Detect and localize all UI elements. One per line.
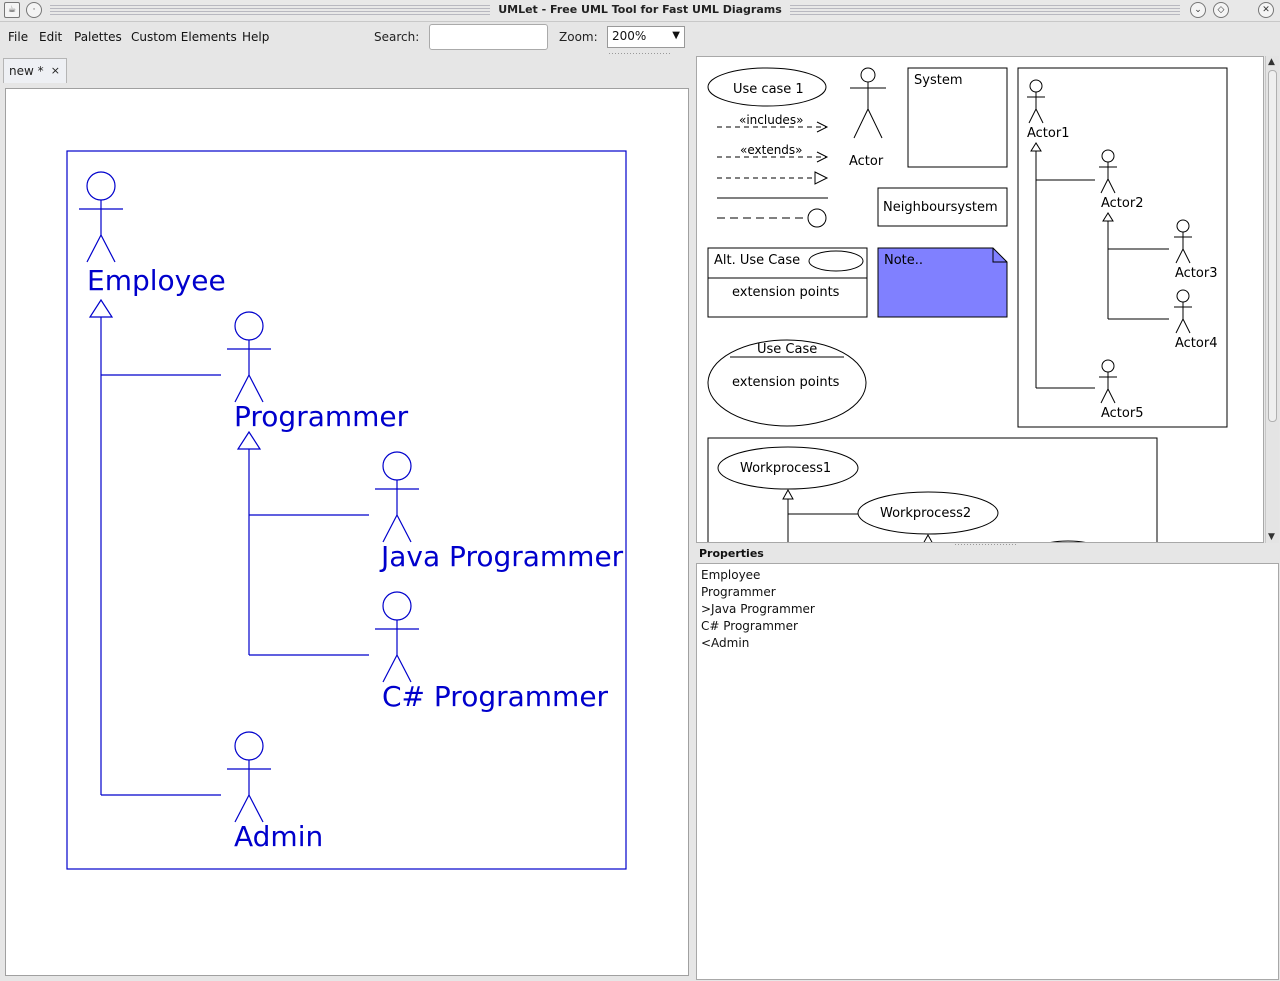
- actor-admin-figure[interactable]: [227, 731, 271, 823]
- scroll-up-icon[interactable]: ▲: [1268, 57, 1275, 67]
- palette-workprocess-box[interactable]: [707, 437, 1158, 542]
- palette-interface-line[interactable]: [717, 208, 827, 228]
- menu-edit[interactable]: Edit: [39, 30, 63, 44]
- toolbar-grip: [609, 53, 671, 54]
- palette-usecase-extension-label: extension points: [732, 375, 840, 390]
- app-icon[interactable]: ☕: [4, 2, 20, 18]
- tab-close-icon[interactable]: ×: [50, 64, 60, 77]
- palette-usecase1[interactable]: [707, 67, 827, 107]
- properties-line: C# Programmer: [701, 619, 798, 633]
- actor-label: Programmer: [234, 400, 409, 433]
- palette-workprocess1-label: Workprocess1: [740, 461, 831, 476]
- generalization-employee[interactable]: [88, 298, 221, 796]
- palette-neighboursystem-label: Neighboursystem: [883, 200, 998, 215]
- zoom-select[interactable]: 200% ▼: [607, 26, 685, 48]
- title-bar: ☕ · UMLet - Free UML Tool for Fast UML D…: [0, 0, 1280, 22]
- actor-label: Admin: [234, 820, 323, 853]
- palette-system[interactable]: [907, 67, 1008, 168]
- palette-actor2-figure[interactable]: [1099, 149, 1117, 194]
- menu-help[interactable]: Help: [242, 30, 270, 44]
- properties-label: Properties: [699, 547, 764, 560]
- search-input[interactable]: [429, 24, 548, 50]
- palette-extension-points-label: extension points: [732, 285, 840, 300]
- palette-actor5-figure[interactable]: [1099, 359, 1117, 404]
- menu-custom-elements[interactable]: Custom Elements: [131, 30, 237, 44]
- palette-actor5-label: Actor5: [1101, 406, 1143, 421]
- actor-programmer-figure[interactable]: [227, 311, 271, 403]
- tab-new[interactable]: new * ×: [3, 58, 67, 83]
- actor-csharp-programmer-figure[interactable]: [375, 591, 419, 683]
- palette-generalization-arrow[interactable]: [717, 171, 829, 185]
- window-title: UMLet - Free UML Tool for Fast UML Diagr…: [490, 3, 790, 16]
- actor-java-programmer-figure[interactable]: [375, 451, 419, 543]
- zoom-value: 200%: [612, 29, 647, 43]
- menu-palettes[interactable]: Palettes: [74, 30, 122, 44]
- properties-line: >Java Programmer: [701, 602, 815, 616]
- diagram-svg: Employee Programmer Java Programmer C# P…: [66, 150, 627, 870]
- palette-usecase1-label: Use case 1: [733, 82, 804, 97]
- palette-panel[interactable]: Use case 1 «includes» «extends» Actor Sy…: [696, 56, 1264, 543]
- actor-label: Java Programmer: [379, 540, 624, 573]
- window-menu-icon[interactable]: ·: [26, 2, 42, 18]
- palette-note[interactable]: [877, 247, 1008, 318]
- palette-scrollbar[interactable]: ▲ ▼: [1265, 56, 1279, 543]
- palette-system-label: System: [914, 73, 962, 88]
- maximize-icon[interactable]: ◇: [1213, 2, 1229, 18]
- menu-file[interactable]: File: [8, 30, 29, 44]
- palette-actor1-figure[interactable]: [1027, 79, 1045, 124]
- diagram-canvas[interactable]: Employee Programmer Java Programmer C# P…: [5, 88, 689, 976]
- palette-actor1-label: Actor1: [1027, 126, 1069, 141]
- palette-actor3-figure[interactable]: [1174, 219, 1192, 264]
- generalization-programmer[interactable]: [236, 430, 369, 656]
- chevron-down-icon: ▼: [672, 30, 680, 41]
- palette-neighboursystem[interactable]: [877, 187, 1008, 227]
- palette-actor4-figure[interactable]: [1174, 289, 1192, 334]
- palette-note-label: Note..: [884, 253, 923, 268]
- system-boundary[interactable]: [66, 150, 627, 870]
- actor-employee-figure[interactable]: [79, 171, 123, 263]
- properties-line: <Admin: [701, 636, 750, 650]
- palette-actor3-label: Actor3: [1175, 266, 1217, 281]
- palette-actor2-label: Actor2: [1101, 196, 1143, 211]
- zoom-label: Zoom:: [559, 30, 598, 44]
- menu-bar: File Edit Palettes Custom Elements Help …: [0, 22, 1280, 54]
- actor-label: Employee: [87, 264, 226, 297]
- palette-extends-arrow[interactable]: [717, 151, 829, 163]
- search-label: Search:: [374, 30, 420, 44]
- tab-label: new *: [9, 64, 44, 78]
- scroll-down-icon[interactable]: ▼: [1268, 532, 1275, 542]
- palette-svg: Use case 1 «includes» «extends» Actor Sy…: [707, 67, 1228, 542]
- palette-usecase-ellipse[interactable]: [707, 339, 867, 427]
- palette-workprocess2-label: Workprocess2: [880, 506, 971, 521]
- palette-alt-usecase[interactable]: [707, 247, 868, 318]
- scroll-thumb[interactable]: [1268, 70, 1277, 422]
- close-icon[interactable]: ✕: [1258, 2, 1274, 18]
- palette-includes-label: «includes»: [739, 113, 803, 127]
- palette-actor-figure[interactable]: [850, 67, 886, 139]
- palette-extends-label: «extends»: [740, 143, 803, 157]
- splitter-grip[interactable]: [955, 544, 1017, 545]
- palette-usecase-label: Use Case: [757, 342, 817, 357]
- minimize-icon[interactable]: ⌄: [1190, 2, 1206, 18]
- actor-label: C# Programmer: [382, 680, 609, 713]
- properties-line: Programmer: [701, 585, 776, 599]
- properties-line: Employee: [701, 568, 761, 582]
- properties-editor[interactable]: Employee Programmer >Java Programmer C# …: [696, 563, 1279, 980]
- palette-actor-hierarchy[interactable]: [1017, 67, 1228, 428]
- palette-actor4-label: Actor4: [1175, 336, 1217, 351]
- palette-includes-arrow[interactable]: [717, 121, 829, 133]
- palette-alt-usecase-label: Alt. Use Case: [714, 253, 800, 268]
- palette-actor-label: Actor: [849, 154, 884, 169]
